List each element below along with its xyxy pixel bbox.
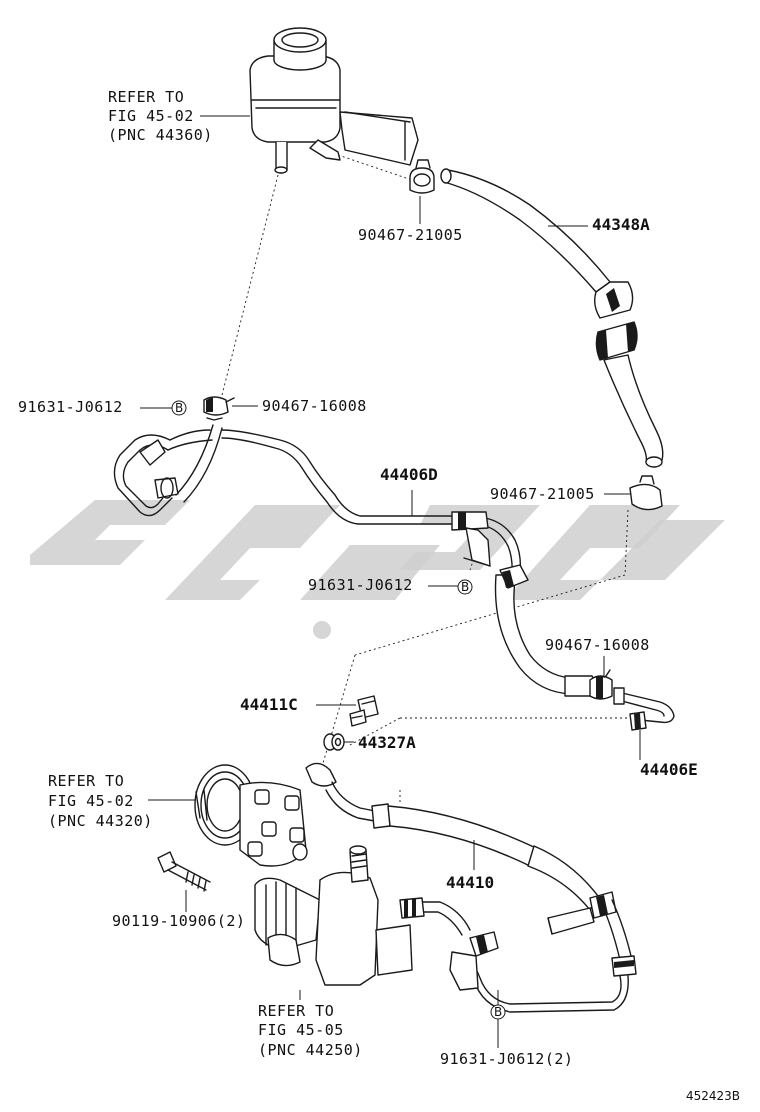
refer-gear-line-1: REFER TO bbox=[258, 1002, 334, 1020]
svg-text:90467-21005: 90467-21005 bbox=[490, 485, 595, 503]
label-clamp-lower: 90467-16008 bbox=[545, 636, 650, 678]
svg-text:44411C: 44411C bbox=[240, 695, 298, 714]
clamp-top bbox=[409, 159, 435, 194]
refer-reservoir-line-1: REFER TO bbox=[108, 88, 184, 106]
svg-text:44406E: 44406E bbox=[640, 760, 698, 779]
label-pressure-hose: 44410 bbox=[446, 840, 494, 892]
reference-pump: REFER TO FIG 45-02 (PNC 44320) bbox=[48, 772, 195, 830]
gasket bbox=[323, 733, 345, 751]
svg-text:90119-10906(2): 90119-10906(2) bbox=[112, 912, 245, 930]
tube-junction-middle bbox=[451, 511, 491, 567]
svg-text:44410: 44410 bbox=[446, 873, 494, 892]
refer-pump-line-2: FIG 45-02 bbox=[48, 792, 134, 810]
clamp-left bbox=[203, 396, 235, 421]
clamp-lower bbox=[589, 669, 613, 700]
union-bolt bbox=[349, 695, 379, 727]
svg-text:90467-16008: 90467-16008 bbox=[262, 397, 367, 415]
label-bracket-left: 91631-J0612 B bbox=[18, 398, 187, 416]
watermark-logo bbox=[30, 500, 725, 639]
reference-reservoir: REFER TO FIG 45-02 (PNC 44360) bbox=[108, 88, 250, 144]
svg-text:44348A: 44348A bbox=[592, 215, 650, 234]
return-hose-upper bbox=[440, 168, 664, 468]
label-pump-bolt: 90119-10906(2) bbox=[112, 890, 245, 930]
return-tube-44406d bbox=[113, 424, 522, 576]
bracket-lower bbox=[449, 931, 499, 991]
refer-pump-line-3: (PNC 44320) bbox=[48, 812, 153, 830]
tube-44406e bbox=[613, 687, 675, 731]
label-clamp-top: 90467-21005 bbox=[358, 196, 463, 244]
pressure-tube-gear bbox=[399, 897, 471, 936]
label-tube-e: 44406E bbox=[639, 730, 698, 779]
clamp-mid bbox=[629, 475, 663, 511]
steering-gear bbox=[254, 845, 413, 986]
refer-reservoir-line-3: (PNC 44360) bbox=[108, 126, 213, 144]
label-clamp-mid: 90467-21005 bbox=[490, 485, 630, 503]
svg-text:90467-21005: 90467-21005 bbox=[358, 226, 463, 244]
pump-bolt bbox=[157, 851, 211, 892]
svg-text:91631-J0612: 91631-J0612 bbox=[18, 398, 123, 416]
svg-text:B: B bbox=[494, 1005, 502, 1019]
label-hose-return-upper: 44348A bbox=[548, 215, 650, 234]
return-hose-lower bbox=[494, 564, 596, 697]
pressure-hose-44410 bbox=[305, 762, 637, 1013]
label-gasket: 44327A bbox=[344, 733, 416, 752]
label-bracket-mid: 91631-J0612 B bbox=[308, 576, 473, 595]
figure-code: 452423B bbox=[686, 1089, 740, 1103]
refer-gear-line-2: FIG 45-05 bbox=[258, 1021, 344, 1039]
svg-text:44327A: 44327A bbox=[358, 733, 416, 752]
power-steering-pump bbox=[194, 764, 308, 867]
svg-text:91631-J0612: 91631-J0612 bbox=[308, 576, 413, 594]
svg-text:B: B bbox=[461, 580, 469, 594]
svg-text:91631-J0612(2): 91631-J0612(2) bbox=[440, 1050, 573, 1068]
svg-text:B: B bbox=[175, 401, 183, 415]
svg-text:452423B: 452423B bbox=[686, 1089, 740, 1103]
svg-text:44406D: 44406D bbox=[380, 465, 438, 484]
svg-text:90467-16008: 90467-16008 bbox=[545, 636, 650, 654]
label-clamp-left: 90467-16008 bbox=[232, 397, 367, 415]
reference-gear: REFER TO FIG 45-05 (PNC 44250) bbox=[258, 990, 363, 1059]
refer-gear-line-3: (PNC 44250) bbox=[258, 1041, 363, 1059]
refer-pump-line-1: REFER TO bbox=[48, 772, 124, 790]
label-bracket-bottom: 91631-J0612(2) B bbox=[440, 990, 573, 1068]
refer-reservoir-line-2: FIG 45-02 bbox=[108, 107, 194, 125]
label-union-bolt: 44411C bbox=[240, 695, 356, 714]
reservoir-tank bbox=[249, 27, 419, 174]
label-tube-return: 44406D bbox=[380, 465, 438, 516]
